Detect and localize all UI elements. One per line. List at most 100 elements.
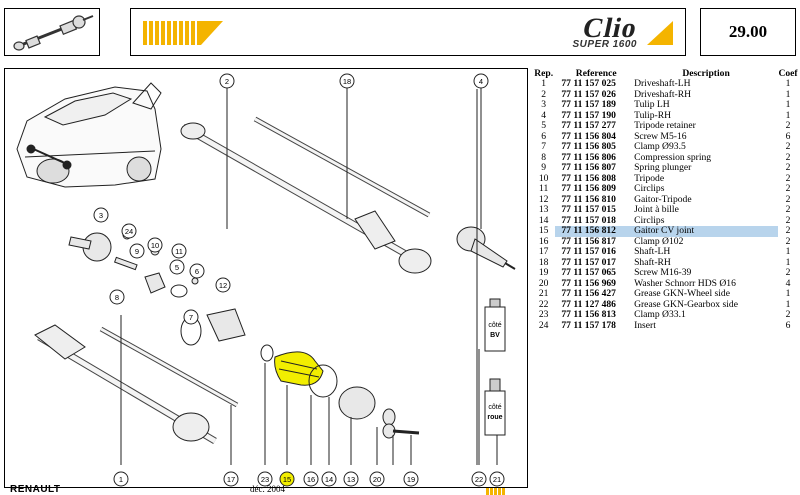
callout-15[interactable]: 15 — [279, 471, 295, 487]
row-rep: 5 — [541, 120, 547, 132]
callout-11[interactable]: 11 — [171, 243, 187, 259]
callout-20[interactable]: 20 — [369, 471, 385, 487]
row-rep: 11 — [539, 183, 549, 195]
row-rep: 16 — [538, 235, 549, 247]
row-rep: 19 — [538, 267, 549, 279]
row-coef: 1 — [785, 88, 791, 100]
callout-circle — [223, 471, 239, 487]
col-description: Description — [682, 67, 730, 79]
callout-6[interactable]: 6 — [189, 263, 205, 279]
grease-tube-roue-drawing — [484, 378, 506, 436]
callout-8[interactable]: 8 — [109, 289, 125, 305]
row-coef: 2 — [785, 267, 791, 279]
row-reference: 77 11 157 015 — [561, 204, 616, 216]
callout-number: 2 — [225, 77, 229, 86]
callout-2[interactable]: 2 — [219, 73, 235, 89]
tube-bv-label-2: BV — [490, 332, 500, 339]
row-reference: 77 11 156 817 — [561, 235, 616, 247]
callout-circle — [473, 73, 489, 89]
callout-10[interactable]: 10 — [147, 237, 163, 253]
row-reference: 77 11 127 486 — [561, 298, 616, 310]
row-description: Joint à bille — [634, 204, 679, 216]
callout-14[interactable]: 14 — [321, 471, 337, 487]
row-reference: 77 11 157 017 — [561, 256, 616, 268]
callout-circle — [369, 471, 385, 487]
callout-16[interactable]: 16 — [303, 471, 319, 487]
callout-circle — [147, 237, 163, 253]
callout-9[interactable]: 9 — [129, 243, 145, 259]
callout-circle — [403, 471, 419, 487]
callout-13[interactable]: 13 — [343, 471, 359, 487]
row-reference: 77 11 156 813 — [561, 309, 616, 321]
callout-circle — [121, 223, 137, 239]
driveshaft-thumbnail — [4, 8, 100, 56]
callout-23[interactable]: 23 — [257, 471, 273, 487]
row-reference: 77 11 157 065 — [561, 267, 616, 279]
row-rep: 24 — [538, 319, 549, 331]
callout-4[interactable]: 4 — [473, 73, 489, 89]
callout-number: 6 — [195, 267, 199, 276]
callout-7[interactable]: 7 — [183, 309, 199, 325]
row-reference: 77 11 156 812 — [555, 226, 632, 237]
callout-number: 20 — [373, 475, 381, 484]
callout-3[interactable]: 3 — [93, 207, 109, 223]
callout-17[interactable]: 17 — [223, 471, 239, 487]
row-rep: 14 — [538, 214, 549, 226]
row-coef: 2 — [785, 120, 791, 132]
parts-table-header: Rep. Reference Description Coef — [532, 68, 798, 79]
callout-21[interactable]: 21 — [489, 471, 505, 487]
row-description: Screw M5-16 — [634, 130, 687, 142]
row-rep: 23 — [538, 309, 549, 321]
row-description: Compression spring — [634, 151, 712, 163]
row-coef: 2 — [785, 172, 791, 184]
callout-18[interactable]: 18 — [339, 73, 355, 89]
callout-1[interactable]: 1 — [113, 471, 129, 487]
model-banner: Clio SUPER 1600 — [130, 8, 686, 56]
callout-22[interactable]: 22 — [471, 471, 487, 487]
row-description: Tulip LH — [634, 99, 670, 111]
callout-24[interactable]: 24 — [121, 223, 137, 239]
row-coef: 6 — [785, 319, 791, 331]
callout-19[interactable]: 19 — [403, 471, 419, 487]
callout-5[interactable]: 5 — [169, 259, 185, 275]
grease-tube-bv-drawing — [484, 298, 506, 352]
row-reference: 77 11 156 808 — [561, 172, 616, 184]
callout-12[interactable]: 12 — [215, 277, 231, 293]
callout-number: 21 — [493, 475, 501, 484]
row-description: Clamp Ø102 — [634, 235, 684, 247]
callout-circle — [321, 471, 337, 487]
row-rep: 3 — [541, 99, 547, 111]
row-coef: 4 — [785, 277, 791, 289]
row-reference: 77 11 157 025 — [561, 78, 616, 90]
row-description: Washer Schnorr HDS Ø16 — [634, 277, 736, 289]
shaft-lh-drawing — [99, 326, 239, 408]
footer-brand: RENAULT — [10, 484, 61, 495]
row-rep: 10 — [538, 172, 549, 184]
row-coef: 2 — [785, 214, 791, 226]
